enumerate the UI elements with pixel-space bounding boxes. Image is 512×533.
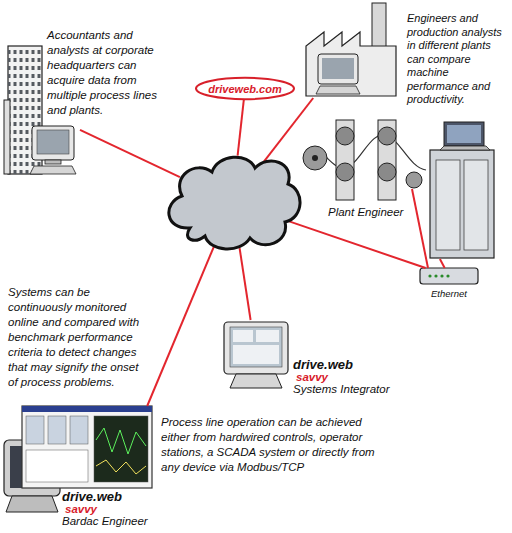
website-oval: driveweb.com bbox=[195, 77, 295, 100]
node-text: savvy bbox=[296, 371, 328, 383]
callout-text: Process line operation can be achieved e… bbox=[161, 415, 376, 475]
factory bbox=[306, 32, 396, 96]
process-line-machine bbox=[378, 127, 396, 145]
integrator-monitor bbox=[256, 330, 279, 342]
factory bbox=[372, 3, 386, 47]
process-line-machine bbox=[336, 127, 354, 145]
network-link bbox=[240, 248, 251, 320]
process-line-machine bbox=[378, 120, 396, 200]
factory bbox=[322, 58, 354, 79]
ethernet-hub bbox=[412, 189, 428, 268]
integrator-monitor bbox=[224, 322, 288, 388]
cloud-shape bbox=[160, 148, 305, 256]
ethernet-hub bbox=[420, 268, 478, 284]
bardac-workstation bbox=[94, 416, 148, 482]
integrator-monitor bbox=[230, 374, 282, 388]
factory bbox=[316, 86, 360, 94]
bardac-workstation bbox=[96, 460, 146, 474]
ethernet-hub bbox=[440, 274, 443, 277]
ethernet-hub: Ethernet bbox=[420, 268, 478, 284]
network-link bbox=[440, 259, 445, 268]
control-cabinet bbox=[444, 122, 484, 146]
integrator-monitor bbox=[233, 345, 279, 364]
bardac-workstation bbox=[26, 450, 88, 482]
network-link bbox=[80, 130, 180, 177]
bardac-workstation bbox=[4, 406, 152, 512]
ethernet-hub bbox=[412, 189, 478, 284]
office-building bbox=[45, 160, 61, 164]
office-building bbox=[37, 130, 69, 154]
process-line-machine bbox=[336, 163, 354, 181]
node-text: Accountants and analysts at corporate he… bbox=[47, 28, 172, 118]
integrator-monitor bbox=[230, 327, 282, 367]
control-cabinet bbox=[436, 160, 460, 250]
node-text: Systems Integrator bbox=[293, 383, 390, 395]
factory bbox=[306, 3, 396, 96]
network-cloud bbox=[160, 148, 305, 256]
network-link bbox=[238, 100, 244, 156]
bardac-workstation bbox=[26, 416, 44, 444]
bardac-workstation bbox=[22, 406, 152, 488]
ethernet-hub bbox=[434, 274, 437, 277]
control-cabinet bbox=[447, 125, 481, 143]
process-line-machine bbox=[303, 146, 327, 170]
bardac-workstation bbox=[70, 416, 88, 444]
integrator-monitor bbox=[233, 330, 253, 342]
control-cabinet bbox=[464, 160, 488, 250]
bardac-workstation bbox=[96, 428, 146, 454]
process-line-machine bbox=[336, 120, 354, 200]
bardac-workstation bbox=[6, 496, 58, 512]
network-link bbox=[147, 246, 214, 406]
factory bbox=[318, 54, 358, 84]
process-line-machine bbox=[312, 155, 318, 161]
office-building bbox=[32, 126, 74, 160]
cloud-shape bbox=[169, 157, 300, 249]
node-text: Bardac Engineer bbox=[62, 515, 148, 527]
node-text: Engineers and production analysts in dif… bbox=[407, 12, 507, 107]
control-cabinet bbox=[430, 122, 494, 258]
headquarters: Accountants and analysts at corporate he… bbox=[5, 46, 80, 178]
ethernet-hub bbox=[428, 274, 431, 277]
integrator-station: drive.websavvySystems Integrator bbox=[222, 320, 290, 390]
process-line-machine bbox=[303, 120, 426, 200]
control-cabinet bbox=[430, 150, 494, 258]
node-text: Plant Engineer bbox=[328, 206, 403, 218]
office-building bbox=[4, 100, 10, 174]
process-line: Plant Engineer bbox=[303, 116, 500, 259]
plant-factory: Engineers and production analysts in dif… bbox=[303, 2, 398, 98]
node-text: Ethernet bbox=[419, 288, 479, 299]
bardac-workstation bbox=[22, 406, 152, 412]
oval-outline bbox=[196, 78, 294, 99]
ethernet-hub bbox=[446, 274, 449, 277]
node-text: drive.web bbox=[293, 358, 353, 371]
network-link bbox=[264, 98, 314, 162]
integrator-monitor bbox=[224, 322, 288, 374]
node-text: drive.web bbox=[62, 490, 122, 503]
callout-text: Systems can be continuously monitored on… bbox=[8, 285, 142, 390]
process-line-machine bbox=[406, 172, 422, 188]
office-building bbox=[30, 166, 76, 174]
control-cabinet bbox=[440, 146, 490, 150]
node-text: savvy bbox=[65, 503, 97, 515]
bardac-workstation bbox=[48, 416, 66, 444]
network-link bbox=[289, 221, 425, 268]
process-line-machine bbox=[378, 163, 396, 181]
node-text: driveweb.com bbox=[208, 82, 281, 96]
